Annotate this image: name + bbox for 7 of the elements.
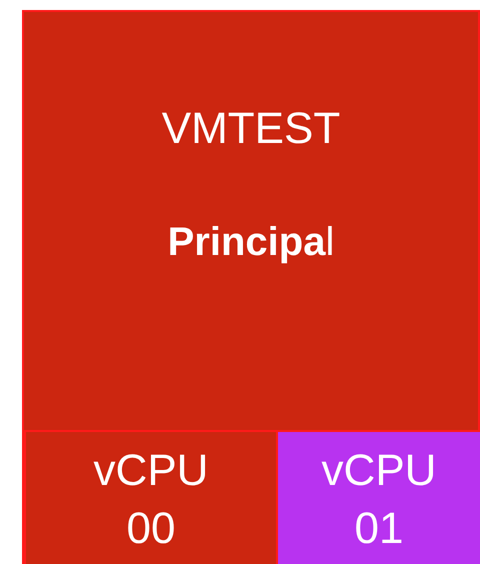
vm-panel (22, 10, 480, 564)
title-text: VMTEST (160, 104, 342, 154)
vcpu-box (276, 430, 480, 564)
vcpu-box (24, 430, 278, 564)
vcpu-label: vCPU 00 (92, 445, 210, 555)
vcpu-label: vCPU 01 (320, 445, 438, 555)
subtitle-text: Principal (166, 220, 336, 265)
